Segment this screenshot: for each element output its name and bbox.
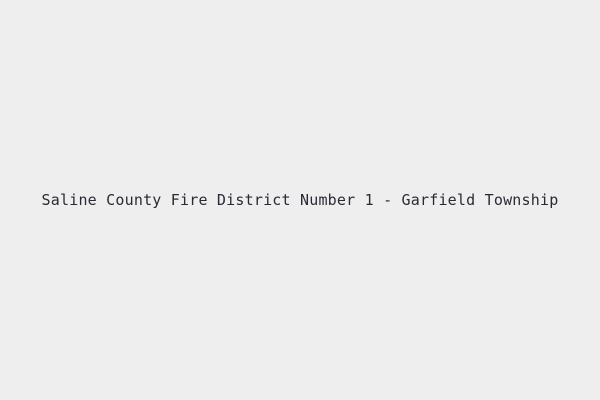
page-title: Saline County Fire District Number 1 - G… [41,191,559,209]
